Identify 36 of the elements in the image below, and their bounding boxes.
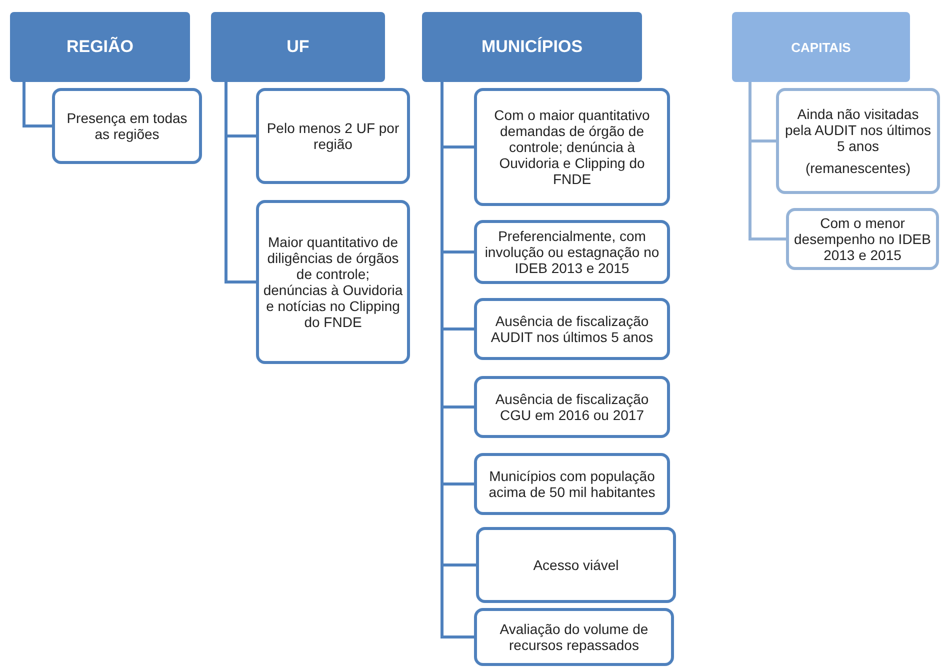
criterion-text: Presença em todas as regiões [66, 110, 188, 142]
criterion-box [474, 298, 670, 360]
criterion-box [474, 220, 670, 284]
header-box [10, 12, 190, 82]
criterion-box [256, 200, 410, 364]
criterion-box [256, 88, 410, 184]
connector-line [748, 82, 786, 240]
criterion-text: Ainda não visitadas pela AUDIT nos últimos 5 anos [784, 106, 932, 154]
criterion-text: Pelo menos 2 UF por região [266, 120, 400, 152]
criterion-box [52, 88, 202, 164]
header-title: UF [286, 37, 310, 57]
connector-line [22, 82, 52, 128]
criterion-box [474, 453, 670, 515]
criterion-text: Avaliação do volume de recursos repassados [498, 620, 650, 654]
header-title: CAPITAIS [791, 40, 851, 54]
criterion-text: Ausência de fiscalização CGU em 2016 ou 2017 [494, 390, 650, 424]
connector-line [224, 82, 256, 284]
criterion-box [474, 608, 674, 666]
header-box [422, 12, 642, 82]
criterion-box [476, 527, 676, 603]
criterion-text: Acesso viável [533, 556, 619, 574]
criterion-text: Com o maior quantitativo demandas de órgão de controle; denúncia à Ouvidoria e Clipping do FNDE [493, 106, 651, 188]
criterion-text: Maior quantitativo de diligências de órgãos de controle; denúncias à Ouvidoria e notícias no Clipping do FNDE [263, 234, 403, 330]
criterion-text: Preferencialmente, com involução ou estagnação no IDEB 2013 e 2015 [484, 228, 660, 276]
header-title: REGIÃO [66, 37, 134, 57]
criterion-box [776, 88, 940, 194]
criterion-text: Com o menor desempenho no IDEB 2013 e 2015 [793, 214, 932, 264]
header-box [732, 12, 910, 82]
criterion-box [786, 208, 939, 270]
header-box [211, 12, 385, 82]
criterion-text: (remanescentes) [805, 160, 911, 176]
criterion-text: Municípios com população acima de 50 mil habitantes [488, 468, 656, 500]
header-title: MUNICÍPIOS [481, 37, 583, 57]
criterion-box [474, 376, 670, 438]
criterion-box [474, 88, 670, 206]
criterion-text: Ausência de fiscalização AUDIT nos últimos 5 anos [490, 312, 654, 346]
